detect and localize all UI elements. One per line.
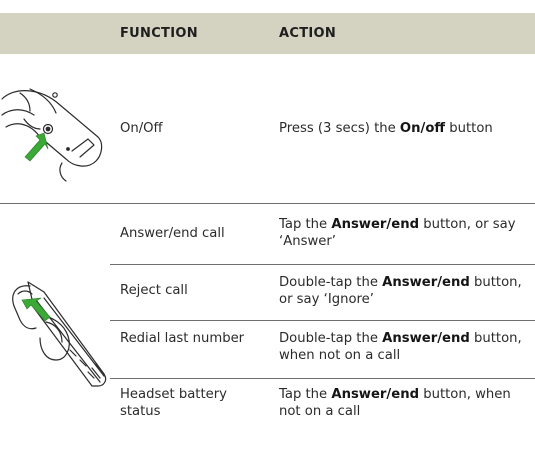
function-cell: On/Off — [120, 121, 163, 136]
column-header-function: FUNCTION — [120, 26, 198, 41]
row-divider — [110, 320, 535, 321]
button-name-answer-end: Answer/end — [382, 331, 470, 346]
button-name-answer-end: Answer/end — [331, 387, 420, 402]
button-name-on-off: On/off — [399, 121, 446, 136]
action-cell: Press (3 secs) the On/off button — [279, 120, 531, 137]
action-text-before: Double-tap the — [279, 275, 383, 290]
button-name-answer-end: Answer/end — [382, 275, 470, 290]
function-cell: Answer/end call — [120, 226, 225, 241]
headset-answer-illustration — [12, 281, 107, 387]
button-name-answer-end: Answer/end — [331, 217, 420, 232]
action-cell: Double-tap the Answer/end button, or say… — [279, 274, 531, 308]
action-text-before: Press (3 secs) the — [279, 121, 400, 136]
action-text-after: button, when not on a call — [279, 331, 522, 363]
action-text-after: button — [445, 121, 493, 136]
headset-onoff-illustration — [1, 88, 103, 182]
row-divider — [110, 264, 535, 265]
row-divider — [0, 203, 535, 204]
action-cell: Double-tap the Answer/end button, when n… — [279, 330, 531, 364]
action-text-before: Tap the — [279, 217, 332, 232]
action-text-after: button, or say ‘Ignore’ — [279, 275, 522, 307]
function-cell: Redial last number — [120, 331, 245, 346]
row-divider — [110, 378, 535, 379]
action-cell: Tap the Answer/end button, when not on a… — [279, 386, 531, 420]
column-header-action: ACTION — [279, 26, 337, 41]
action-text-after: button, when not on a call — [279, 387, 511, 419]
action-text-before: Tap the — [279, 387, 332, 402]
action-text-after: button, or say ‘Answer’ — [279, 217, 516, 249]
table-header: FUNCTION ACTION — [0, 13, 535, 54]
action-text-before: Double-tap the — [279, 331, 383, 346]
function-cell: Reject call — [120, 283, 188, 298]
function-cell: Headset battery status — [120, 387, 227, 419]
action-cell: Tap the Answer/end button, or say ‘Answe… — [279, 216, 531, 250]
